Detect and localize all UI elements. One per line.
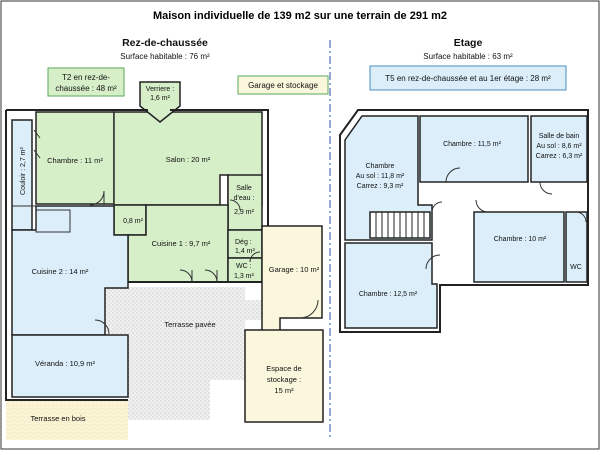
etage-exterior-walls [339,109,589,333]
door-salle-eau [229,199,241,211]
left-heading: Rez-de-chaussée [122,37,208,49]
room-chambre-a [344,115,433,241]
wc-rdc-label-1: WC : [236,263,252,270]
verriere-label-1: Verriere : [146,86,174,93]
cuisine2-counter [35,209,71,233]
couloir-marks [33,129,41,159]
garage-legend-text: Garage et stockage [248,81,318,90]
salle-eau-label-3: 2,9 m² [234,209,255,216]
stockage-label-2: stockage : [267,375,301,384]
door-veranda [94,319,110,335]
chambre-rdc-label: Chambre : 11 m² [47,156,103,165]
chambre-a-label-1: Chambre [366,163,395,170]
chambre-a-label-2: Au sol : 11,8 m² [356,173,405,180]
room-chambre-b [419,115,529,183]
door-wc-etage [575,211,587,223]
couloir-label: Couloir : 2,7 m² [20,146,27,195]
rdc-exterior-walls [5,109,269,401]
door-garage [299,299,319,319]
chambre-a-label-3: Carrez : 9,3 m² [357,183,404,190]
t5-legend-box [369,65,567,91]
room-salle-eau [227,174,263,231]
cuisine1-label: Cuisine 1 : 9,7 m² [152,239,211,248]
garage-legend-box [237,75,329,95]
door-chambre [89,190,105,206]
terrasse-pavee-label: Terrasse pavée [164,320,215,329]
staircase [369,211,431,239]
page-title: Maison individuelle de 139 m2 sur une te… [153,10,447,22]
sdb-label-3: Carrez : 6,3 m² [536,153,583,160]
door-cuisine1 [179,269,193,283]
room-salle-de-bain [530,115,588,183]
room-degagement [227,229,263,259]
t2-legend-box [47,67,125,97]
t2-legend-line2: chaussée : 48 m² [55,84,117,93]
deg-label-2: 1,4 m² [235,248,256,255]
room-veranda [11,334,129,398]
door-chambre-c [475,199,489,213]
rdc-interior-walls [12,112,115,207]
door-chambre-a [431,201,443,213]
right-surface: Surface habitable : 63 m² [423,52,513,61]
salon-label: Salon : 20 m² [166,155,211,164]
salle-eau-label-2: d'eau : [234,195,255,202]
room-chambre-d [344,242,438,329]
wc-rdc-label-2: 1,3 m² [234,273,255,280]
door-chambre-b [445,167,461,183]
door-wc [249,251,261,263]
deg-label-1: Dég : [235,239,252,246]
right-heading: Etage [454,37,483,49]
left-surface: Surface habitable : 76 m² [120,52,210,61]
small-green-label: 0,8 m² [123,218,144,225]
room-chambre-c [473,211,565,283]
chambre-b-label: Chambre : 11,5 m² [443,141,502,148]
sdb-label-1: Salle de bain [539,133,580,140]
door-chambre-d [425,254,441,270]
stockage-label-3: 15 m² [274,386,294,395]
door-sdb [539,181,553,195]
room-wc-etage [565,211,588,283]
room-stockage [244,329,324,423]
terrasse-bois-label: Terrasse en bois [30,414,85,423]
room-garage [261,225,323,333]
garage-label: Garage : 10 m² [269,265,320,274]
veranda-label: Véranda : 10,9 m² [35,359,96,368]
cuisine2-label: Cuisine 2 : 14 m² [32,267,89,276]
chambre-c-label: Chambre : 10 m² [494,236,547,243]
verriere-label-2: 1,6 m² [150,95,171,102]
door-cuisine1-b [204,269,218,283]
t2-legend-line1: T2 en rez-de- [62,73,110,82]
wc-etage-label: WC [570,264,582,271]
stockage-label-1: Espace de [266,364,301,373]
terrasse-pavee-area [105,287,262,420]
sdb-label-2: Au sol : 8,6 m² [536,143,582,150]
salle-eau-label-1: Salle [236,185,252,192]
terrasse-bois-area [6,400,128,440]
chambre-d-label: Chambre : 12,5 m² [359,291,418,298]
room-verriere [139,81,181,123]
t5-legend-text: T5 en rez-de-chaussée et au 1er étage : … [385,74,551,83]
